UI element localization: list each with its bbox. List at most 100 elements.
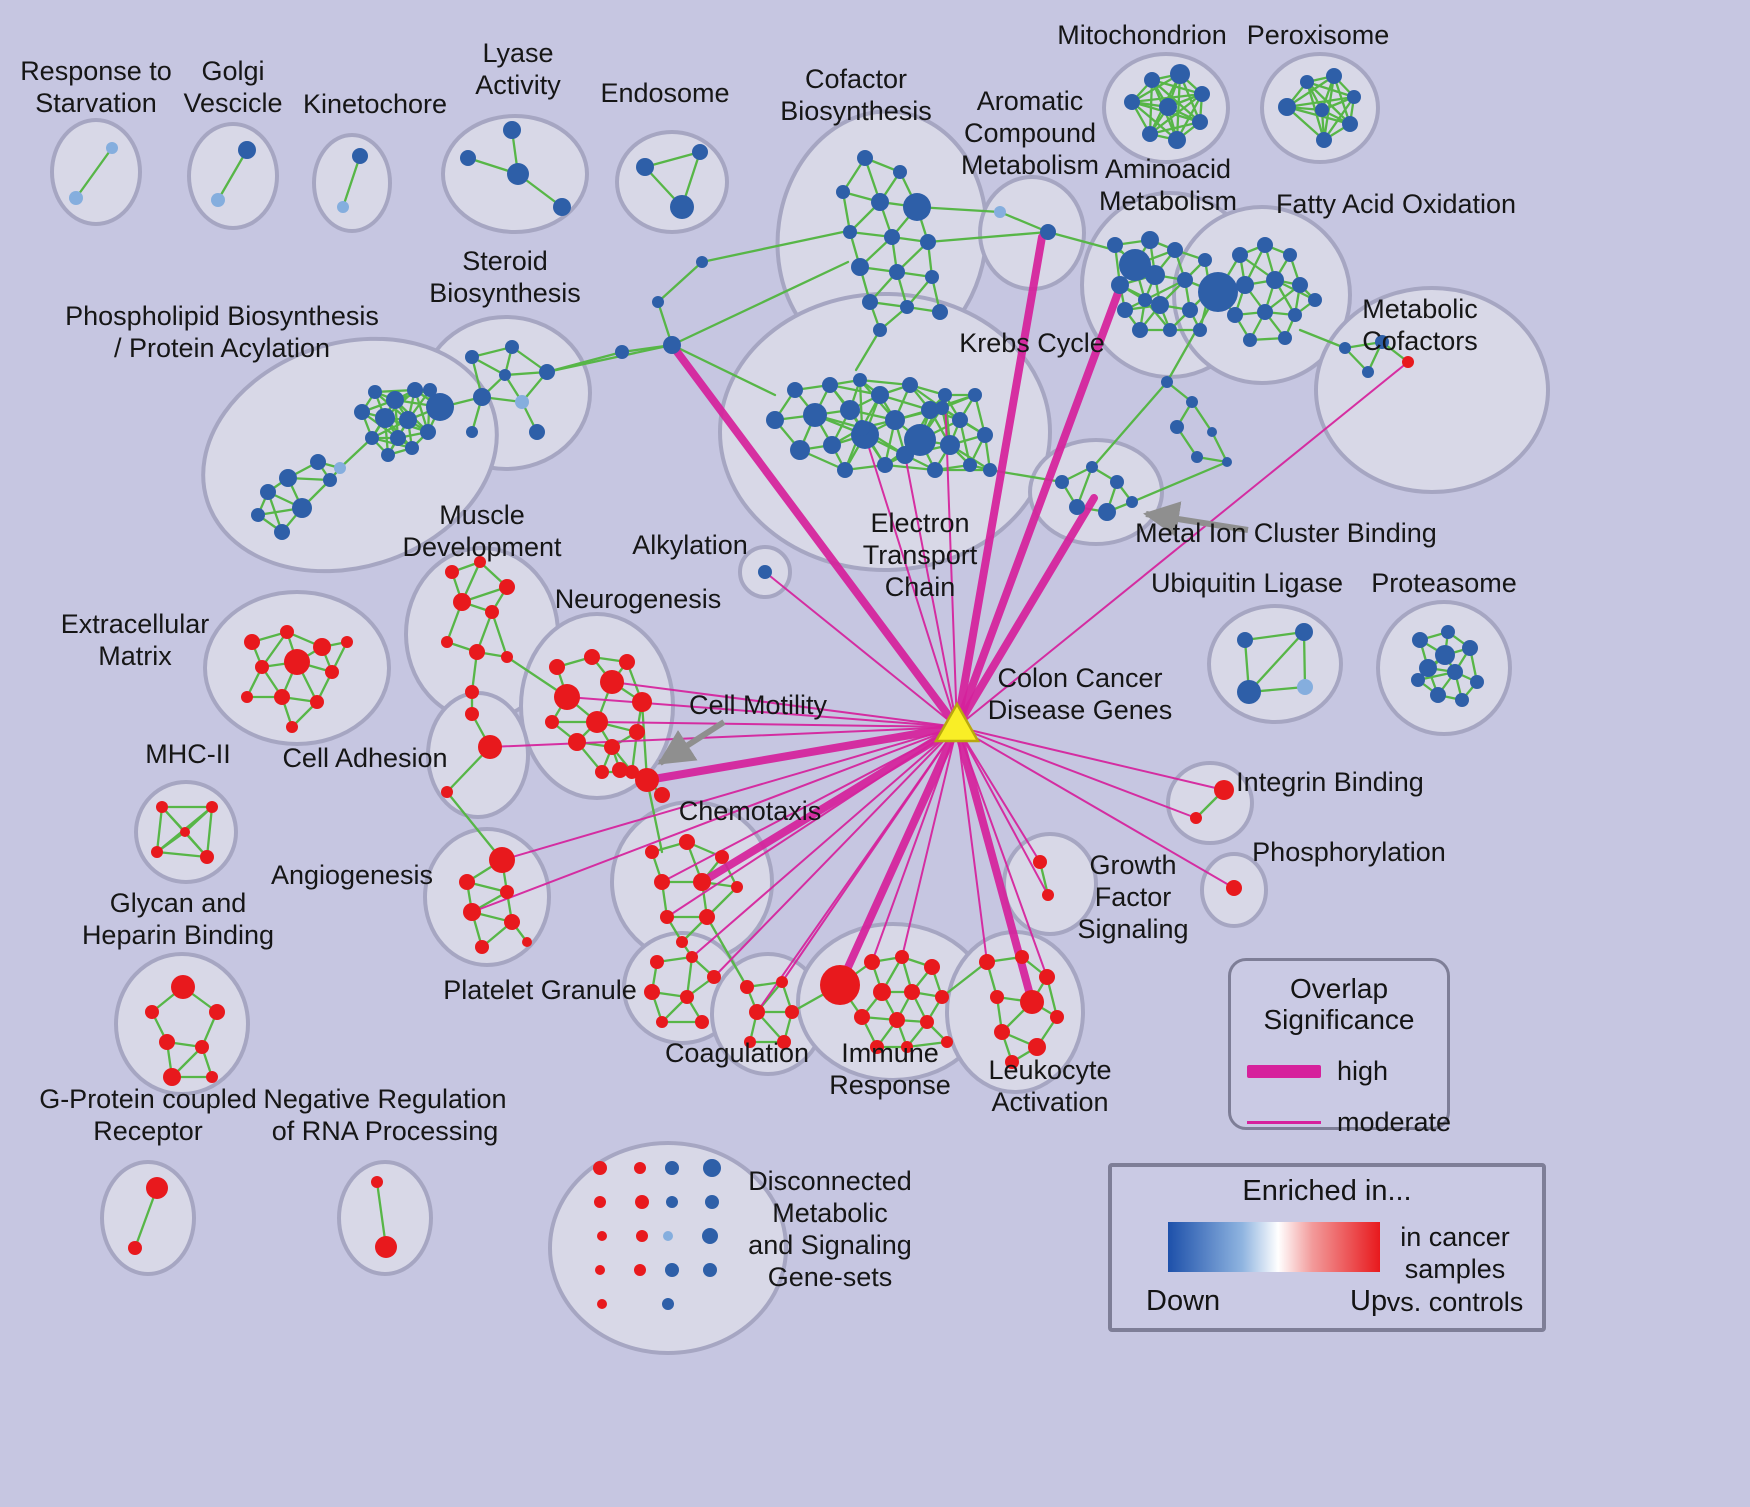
gene-set-node [1419, 659, 1437, 677]
gene-set-node [568, 733, 586, 751]
gene-set-node [644, 984, 660, 1000]
gene-set-node [632, 692, 652, 712]
gene-set-node [597, 1299, 607, 1309]
gene-set-node [1347, 90, 1361, 104]
gene-set-node [1342, 116, 1358, 132]
gene-set-node [654, 787, 670, 803]
label-neurogenesis: Neurogenesis [555, 584, 722, 614]
gene-set-node [354, 404, 370, 420]
gene-set-node [473, 388, 491, 406]
gene-set-node [1163, 323, 1177, 337]
metal-ion-arrow [1143, 501, 1249, 537]
gene-set-node [260, 484, 276, 500]
gene-set-node [584, 649, 600, 665]
gene-set-node [1124, 94, 1140, 110]
label-ubiquitin-ligase: Ubiquitin Ligase [1151, 568, 1343, 598]
gene-set-node [325, 665, 339, 679]
green-edge [1332, 74, 1352, 126]
gene-set-node [927, 462, 943, 478]
gene-set-node [1198, 272, 1238, 312]
gene-set-node [323, 473, 337, 487]
gene-set-node [1086, 461, 1098, 473]
gene-set-node [1375, 335, 1389, 349]
gene-set-node [310, 454, 326, 470]
gene-set-node [785, 1005, 799, 1019]
gene-set-node [423, 383, 437, 397]
label-integrin-binding: Integrin Binding [1236, 767, 1424, 797]
gene-set-node [337, 201, 349, 213]
gene-set-node [1151, 296, 1169, 314]
green-link-edge [940, 960, 989, 999]
green-link-edge [445, 790, 504, 862]
gene-set-node [310, 695, 324, 709]
gene-set-node [1039, 969, 1055, 985]
gene-set-node [650, 955, 664, 969]
gene-set-node [420, 424, 436, 440]
gene-set-node [864, 954, 880, 970]
gene-set-node [903, 193, 931, 221]
gene-set-node [553, 198, 571, 216]
gene-set-node [666, 1196, 678, 1208]
gene-set-node [386, 391, 404, 409]
green-edge [183, 805, 214, 834]
moderate-significance-line-sample [1247, 1120, 1321, 1124]
gene-set-node [595, 765, 609, 779]
gene-set-node [128, 1241, 142, 1255]
gene-set-node [1107, 237, 1123, 253]
gene-set-node [822, 377, 838, 393]
gene-set-node [1110, 475, 1124, 489]
overlap-edge-moderate [713, 726, 958, 978]
green-link-edge [670, 260, 850, 347]
gene-set-node [665, 1263, 679, 1277]
gene-set-node [1141, 231, 1159, 249]
gene-set-node [1315, 103, 1329, 117]
overlap-edge-moderate [864, 434, 958, 728]
green-edge [341, 154, 362, 209]
green-edge [1285, 95, 1356, 109]
gene-set-node [238, 141, 256, 159]
gene-set-node [375, 1236, 397, 1258]
gene-set-node [635, 1195, 649, 1209]
gene-set-node [935, 401, 949, 415]
gene-set-node [776, 976, 788, 988]
gene-set-node [466, 426, 478, 438]
label-mitochondrion: Mitochondrion [1057, 20, 1227, 50]
overlap-edge-moderate [781, 726, 958, 983]
gene-set-node [873, 983, 891, 1001]
gene-set-node [1170, 64, 1190, 84]
gene-set-node [823, 436, 841, 454]
gene-set-node [151, 846, 163, 858]
gene-set-node [702, 1228, 718, 1244]
gene-set-node [501, 651, 513, 663]
gene-set-node [313, 638, 331, 656]
gene-set-node [758, 565, 772, 579]
enriched-legend-title: Enriched in... [1242, 1175, 1412, 1207]
overlap-edge-moderate [956, 726, 1049, 896]
gene-set-node [280, 625, 294, 639]
gene-set-node [873, 323, 887, 337]
gene-set-node [1237, 680, 1261, 704]
gene-set-node [206, 1071, 218, 1083]
gene-set-node [489, 847, 515, 873]
gene-set-node [1192, 114, 1208, 130]
gene-set-node [803, 403, 827, 427]
gene-set-node [159, 1034, 175, 1050]
gene-set-node [1470, 675, 1484, 689]
gene-set-node [171, 975, 195, 999]
gene-set-node [1193, 323, 1207, 337]
gene-set-node [485, 605, 499, 619]
gene-set-node [180, 827, 190, 837]
gene-set-node [594, 1196, 606, 1208]
gene-set-node [1033, 855, 1047, 869]
high-significance-label: high [1337, 1055, 1389, 1086]
gene-set-node [1326, 68, 1342, 84]
gene-set-node [390, 430, 406, 446]
gene-set-node [200, 850, 214, 864]
gene-set-node [595, 1265, 605, 1275]
gene-set-node [365, 431, 379, 445]
gene-set-node [935, 990, 949, 1004]
